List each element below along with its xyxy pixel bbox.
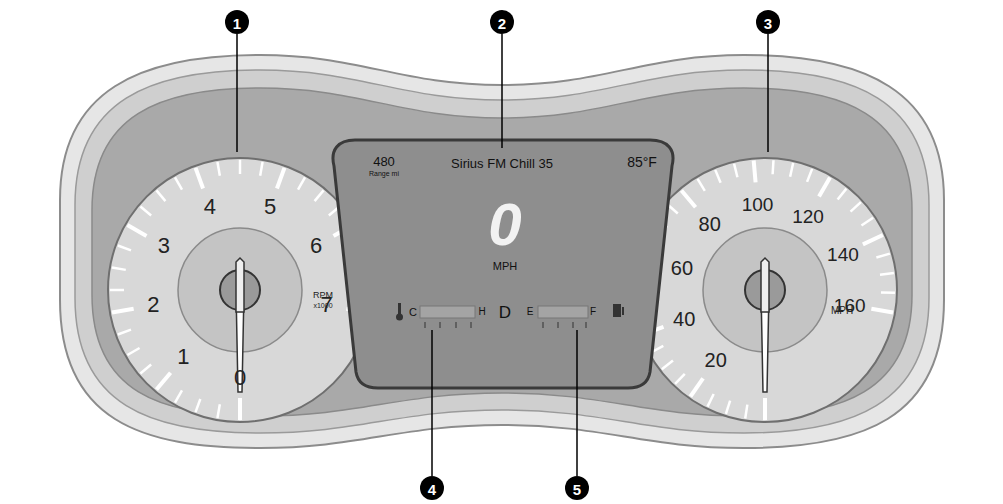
tick-mark xyxy=(754,160,756,182)
display-text: F xyxy=(590,307,596,317)
display-text: 480 xyxy=(373,155,395,168)
dial-number: 1 xyxy=(177,346,189,368)
tick-mark xyxy=(127,225,146,236)
tick-mark xyxy=(763,398,767,420)
tick-mark xyxy=(140,365,151,374)
tick-mark xyxy=(863,235,883,244)
tick-mark xyxy=(790,163,793,177)
dial-number: 40 xyxy=(673,309,695,329)
dial-number: 100 xyxy=(742,195,774,214)
display-text: Sirius FM Chill 35 xyxy=(451,157,553,170)
tick-mark xyxy=(196,399,201,412)
tick-mark xyxy=(298,177,305,189)
tick-mark xyxy=(238,398,242,420)
callout-number: 1 xyxy=(233,16,241,31)
tick-mark xyxy=(127,348,139,355)
tick-mark xyxy=(745,405,747,419)
tick-mark xyxy=(217,404,219,418)
display-text: D xyxy=(499,304,511,321)
callout-number: 3 xyxy=(764,16,772,31)
dial-number: 4 xyxy=(204,196,216,218)
dial-number: 80 xyxy=(699,214,721,234)
dial-number: 5 xyxy=(264,196,276,218)
tick-mark xyxy=(807,169,812,182)
tick-mark xyxy=(876,254,889,258)
tick-mark xyxy=(708,394,714,407)
tick-mark xyxy=(260,162,262,176)
dial-number: x1000 xyxy=(313,302,332,309)
display-text: MPH xyxy=(493,261,517,272)
tick-mark xyxy=(871,309,893,313)
display-text: E xyxy=(527,307,534,317)
dial-number: 2 xyxy=(147,294,159,316)
dial-number: 120 xyxy=(792,206,824,225)
tick-mark xyxy=(156,190,165,201)
display-text: 85°F xyxy=(627,155,657,169)
tachometer: 01234567RPMx1000 xyxy=(105,155,375,425)
tick-mark xyxy=(861,218,873,226)
tick-mark xyxy=(110,289,124,292)
tick-mark xyxy=(715,170,720,183)
dial-number: 0 xyxy=(234,367,246,389)
display-text: Range mi xyxy=(369,170,399,177)
display-text: 0 xyxy=(488,195,521,255)
dial-number: 3 xyxy=(158,235,170,257)
dial-number: 60 xyxy=(671,258,693,278)
tick-mark xyxy=(675,374,685,384)
dial-number: 20 xyxy=(705,350,727,370)
tick-mark xyxy=(217,162,219,176)
callout-number: 5 xyxy=(573,482,581,497)
tick-mark xyxy=(838,189,847,200)
tick-mark xyxy=(112,267,126,269)
tick-mark xyxy=(239,160,242,174)
tick-mark xyxy=(881,291,895,294)
tick-mark xyxy=(734,164,737,178)
tick-mark xyxy=(681,190,695,207)
tick-mark xyxy=(277,168,285,189)
tick-mark xyxy=(771,160,774,174)
tick-mark xyxy=(698,179,705,191)
tick-mark xyxy=(175,177,182,189)
tick-mark xyxy=(156,373,170,390)
tick-mark xyxy=(880,273,894,275)
callout-number: 2 xyxy=(498,16,506,31)
display-text: C xyxy=(409,307,417,318)
tick-mark xyxy=(112,309,134,313)
display-screen: 480Range mi Sirius FM Chill 35 85°F 0MPH C H D… xyxy=(330,135,675,391)
tick-mark xyxy=(662,361,673,370)
tick-mark xyxy=(315,190,324,201)
tick-mark xyxy=(196,168,204,189)
tick-mark xyxy=(175,390,182,402)
dial-number: 140 xyxy=(827,244,859,263)
dial-number: 6 xyxy=(310,235,322,257)
tick-mark xyxy=(118,330,131,335)
tick-mark xyxy=(726,401,730,414)
tick-mark xyxy=(140,206,151,215)
tick-mark xyxy=(118,246,131,251)
tick-mark xyxy=(819,177,830,196)
tick-mark xyxy=(851,202,861,211)
display-text: H xyxy=(478,307,485,317)
callout-number: 4 xyxy=(428,482,436,497)
dial-number: RPM xyxy=(313,291,333,300)
tick-mark xyxy=(690,378,703,396)
dial-number: MPH xyxy=(831,306,853,316)
speedometer: 20406080100120140160MPH xyxy=(630,155,900,425)
